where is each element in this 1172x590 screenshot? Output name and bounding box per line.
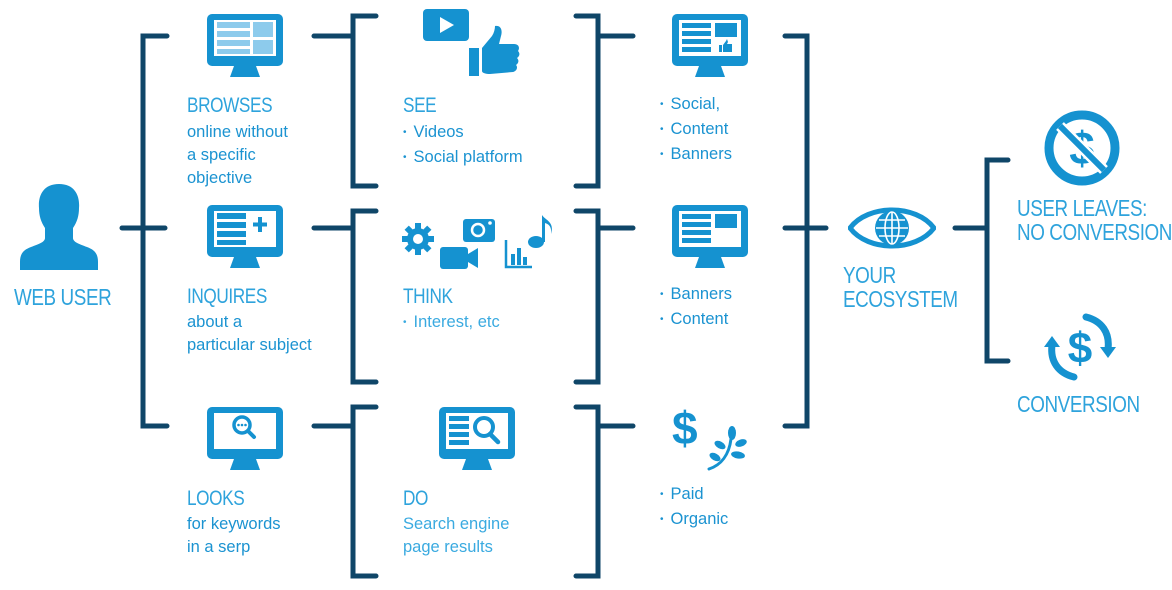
channel-bullet: Banners (660, 283, 732, 308)
channel-bullets: Banners Content (660, 283, 732, 333)
stage-bullet: Interest, etc (403, 311, 500, 336)
bracket-behaviors (140, 33, 170, 429)
monitor-banner-icon (672, 205, 748, 268)
no-dollar-icon: $ (1044, 110, 1120, 186)
behavior-line: particular subject (187, 336, 312, 354)
behavior-line: for keywords (187, 515, 281, 533)
dollar-icon: $ (672, 402, 698, 454)
stage-description: Search engine page results (403, 513, 509, 559)
bracket-outcomes (952, 157, 1011, 364)
channel-bullet: Organic (660, 508, 729, 533)
sprout-icon (707, 426, 747, 471)
monitor-layout-icon (207, 14, 283, 77)
outcome-line: CONVERSION (1017, 391, 1140, 417)
gear-icon (402, 223, 434, 255)
bracket-see-right (573, 13, 636, 189)
eye-globe-icon (848, 207, 936, 249)
outcome-label: USER LEAVES: NO CONVERSION (1017, 196, 1172, 244)
bracket-see (311, 13, 379, 189)
stage-bullet: Social platform (403, 146, 523, 171)
bar-chart-icon (504, 240, 532, 269)
behavior-line: online without (187, 123, 288, 141)
bracket-do-right (573, 404, 636, 579)
bracket-do (311, 404, 379, 579)
video-play-icon (423, 9, 469, 41)
bracket-think-right (573, 208, 636, 385)
channel-bullet: Content (660, 308, 732, 333)
behavior-title: INQUIRES (187, 285, 267, 308)
behavior-description: for keywords in a serp (187, 513, 281, 559)
channel-bullet: Content (660, 118, 732, 143)
stage-bullets: Videos Social platform (403, 121, 523, 171)
web-user-label: WEB USER (14, 284, 112, 310)
behavior-line: a specific (187, 146, 256, 164)
dollar-cycle-icon: $ (1044, 313, 1116, 381)
outcome-line: NO CONVERSION (1017, 219, 1172, 245)
monitor-search-icon (207, 407, 283, 470)
monitor-social-banner-icon (672, 14, 748, 77)
stage-bullets: Interest, etc (403, 311, 500, 336)
behavior-title: LOOKS (187, 487, 245, 510)
behavior-title: BROWSES (187, 94, 273, 117)
ecosystem-line: YOUR (843, 262, 896, 288)
channel-bullet: Banners (660, 143, 732, 168)
stage-bullet: Videos (403, 121, 523, 146)
bracket-think (311, 208, 379, 385)
monitor-add-icon (207, 205, 283, 268)
outcome-line: USER LEAVES: (1017, 195, 1147, 221)
stage-line: page results (403, 538, 493, 556)
stage-title: SEE (403, 94, 437, 117)
behavior-description: about a particular subject (187, 311, 312, 357)
svg-text:$: $ (1068, 324, 1092, 373)
behavior-line: objective (187, 169, 253, 187)
stage-title: THINK (403, 285, 453, 308)
ecosystem-line: ECOSYSTEM (843, 286, 958, 312)
channel-bullet: Paid (660, 483, 728, 508)
channel-bullets: Social, Content Banners (660, 93, 732, 168)
ecosystem-label: YOUR ECOSYSTEM (843, 263, 958, 311)
stage-line: Search engine (403, 515, 510, 533)
monitor-results-search-icon (439, 407, 515, 470)
thumbs-up-icon (469, 25, 520, 76)
bracket-channels (782, 33, 829, 429)
behavior-line: in a serp (187, 538, 251, 556)
music-note-icon (528, 215, 552, 248)
user-silhouette-icon (20, 184, 98, 270)
camera-icon (463, 219, 495, 242)
channel-bullets: Paid Organic (660, 483, 729, 533)
behavior-line: about a (187, 313, 243, 331)
outcome-label: CONVERSION (1017, 392, 1140, 416)
behavior-description: online without a specific objective (187, 121, 288, 190)
stage-title: DO (403, 487, 429, 510)
video-camera-icon (440, 247, 478, 269)
channel-bullet: Social, (660, 93, 732, 118)
